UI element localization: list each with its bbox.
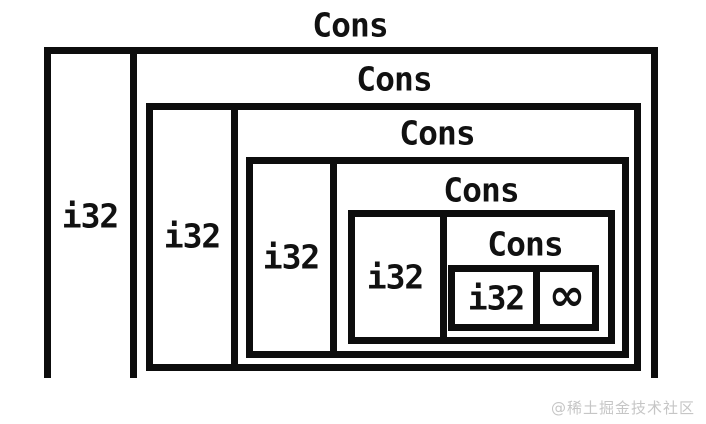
i32-value-1: i32 [61, 196, 120, 236]
cons-box-3 [246, 157, 629, 358]
i32-value-2: i32 [163, 216, 222, 256]
cons-label-4: Cons [443, 170, 519, 210]
cons-box-5-divider [533, 265, 540, 331]
cons-box-2-divider [231, 103, 238, 371]
cons-box-2 [146, 103, 641, 371]
cons-label-1: Cons [312, 5, 388, 45]
cons-box-4-divider [440, 210, 447, 344]
i32-value-3: i32 [262, 237, 321, 277]
cons-label-3: Cons [399, 113, 475, 153]
cons-box-3-divider [330, 157, 337, 358]
cons-label-2: Cons [356, 59, 432, 99]
cons-box-4 [348, 210, 615, 344]
infinity-symbol: ∞ [548, 270, 586, 321]
cons-box-1-divider [130, 47, 137, 378]
cons-box-5 [448, 265, 599, 331]
i32-value-4: i32 [366, 257, 425, 297]
i32-value-5: i32 [467, 278, 526, 318]
cons-box-1 [44, 47, 658, 378]
watermark: @稀土掘金技术社区 [550, 399, 695, 417]
cons-label-5: Cons [487, 224, 563, 264]
